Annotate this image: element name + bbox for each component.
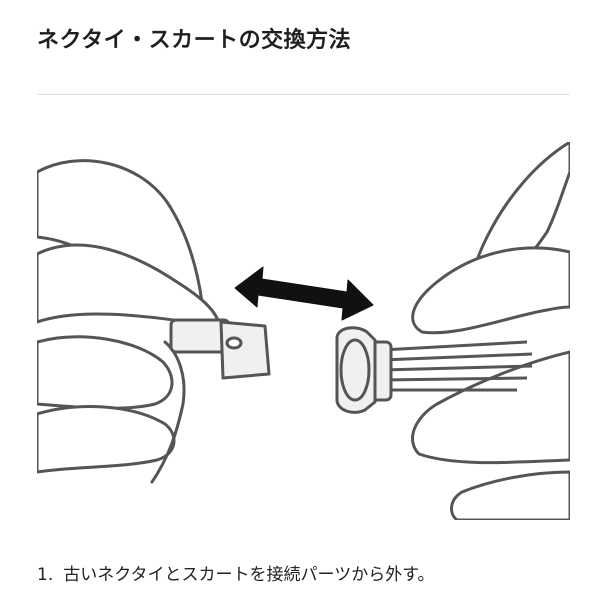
right-connector-face bbox=[339, 338, 371, 402]
page-title: ネクタイ・スカートの交換方法 bbox=[37, 28, 352, 53]
title-divider bbox=[37, 94, 570, 95]
left-hand bbox=[37, 159, 222, 484]
left-connector-hole bbox=[225, 336, 243, 350]
left-lower-finger-1 bbox=[37, 335, 174, 410]
step-1-number: 1. bbox=[37, 565, 54, 585]
instruction-illustration bbox=[37, 142, 570, 520]
right-lower-finger bbox=[450, 470, 570, 520]
right-index-finger bbox=[411, 246, 570, 335]
right-connector bbox=[335, 326, 533, 414]
step-1: 1. 古いネクタイとスカートを接続パーツから外す。 bbox=[37, 560, 435, 585]
right-thumb bbox=[411, 350, 570, 465]
left-palm bbox=[150, 340, 186, 484]
skirt-strands bbox=[381, 340, 533, 392]
double-arrow-icon bbox=[234, 266, 374, 321]
right-hand bbox=[411, 142, 570, 520]
left-connector-head bbox=[219, 320, 271, 380]
left-lower-finger-2 bbox=[37, 405, 176, 474]
left-connector bbox=[169, 318, 271, 380]
step-1-text: 古いネクタイとスカートを接続パーツから外す。 bbox=[63, 565, 435, 585]
